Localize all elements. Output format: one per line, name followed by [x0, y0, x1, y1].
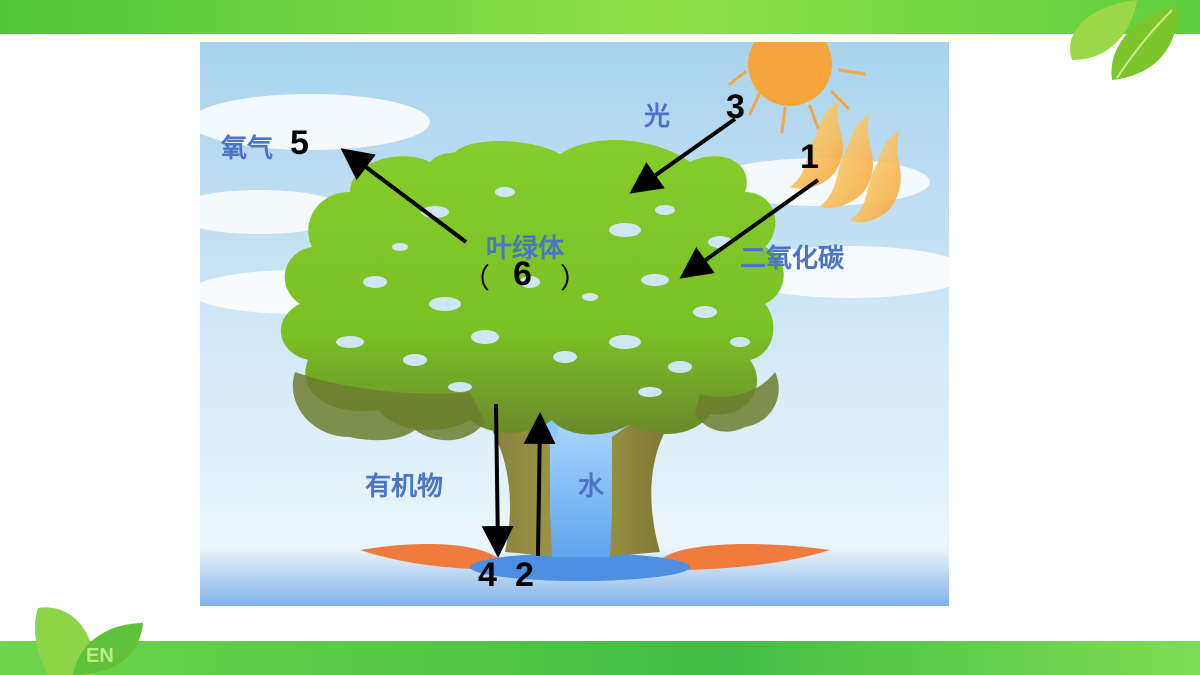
tree-canopy	[280, 140, 784, 441]
label-carbon-dioxide: 二氧化碳	[740, 244, 845, 274]
corner-leaf-bottom-left: EN	[35, 607, 143, 675]
corner-leaf-top-right	[1070, 0, 1178, 80]
label-water: 水	[578, 472, 605, 502]
flow-arrows	[340, 117, 820, 558]
number-6: 6	[513, 255, 532, 293]
label-chloroplast: 叶绿体	[486, 234, 565, 264]
tree-illustration	[200, 42, 949, 606]
bracket-close: ）	[560, 262, 589, 295]
arrow-2-water-up	[523, 412, 556, 557]
top-banner-bar	[0, 0, 1200, 34]
arrow-4-organic-down	[481, 403, 514, 558]
number-2: 2	[515, 556, 534, 594]
number-1: 1	[800, 138, 819, 176]
arrow-3-light-in	[629, 117, 737, 194]
label-oxygen: 氧气	[221, 134, 274, 164]
arrow-5-oxygen-out	[340, 148, 468, 244]
label-organic-matter: 有机物	[365, 472, 444, 502]
number-5: 5	[290, 124, 309, 162]
number-4: 4	[478, 556, 497, 594]
bracket-open: （	[462, 262, 491, 295]
sun-rays	[790, 100, 901, 223]
photosynthesis-diagram: 氧气 5 光 3 1 二氧化碳 叶绿体 （ 6 ） 有机物 水 4 2	[200, 42, 949, 606]
label-light: 光	[644, 102, 671, 132]
number-3: 3	[726, 88, 745, 126]
bottom-banner-bar	[0, 641, 1200, 675]
watermark-text: EN	[86, 645, 114, 667]
arrow-1-co2-in	[679, 178, 820, 279]
